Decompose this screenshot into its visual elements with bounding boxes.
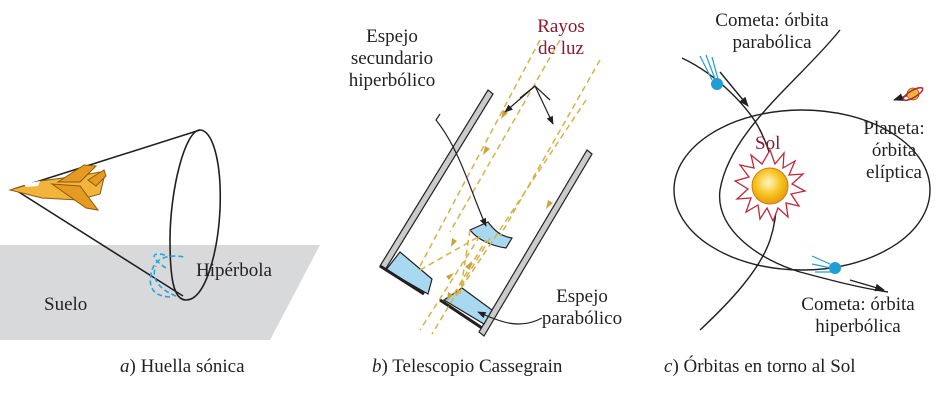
comet-parabolic-label-line2: parabólica <box>732 32 812 53</box>
comet-hyperbolic-label-line1: Cometa: órbita <box>801 294 915 315</box>
comet-parabolic-label: Cometa: órbita parabólica <box>700 10 844 54</box>
caption-a: a) Huella sónica <box>120 356 245 378</box>
secondary-mirror-label: Espejo secundario hiperbólico <box>336 26 448 92</box>
caption-b: b) Telescopio Cassegrain <box>372 356 562 378</box>
telescope-right-wall <box>478 149 593 337</box>
caption-b-letter: b <box>372 356 382 377</box>
planet-label-line1: Planeta: <box>863 118 925 139</box>
rays-callout <box>519 85 551 101</box>
panel-b-cassegrain <box>379 39 601 337</box>
panel-a-sonic-boom <box>0 129 320 340</box>
jet-icon <box>8 164 107 211</box>
comet-hyperbolic-label: Cometa: órbita hiperbólica <box>786 294 930 338</box>
light-rays-label-line1: Rayos <box>537 16 585 37</box>
caption-a-letter: a <box>120 356 130 377</box>
caption-c: c) Órbitas en torno al Sol <box>664 356 856 378</box>
light-ray-arrowheads <box>446 110 553 301</box>
sun-icon <box>733 148 807 223</box>
planet-label-line2: órbita <box>871 140 917 161</box>
planet-icon <box>902 86 924 102</box>
telescope-left-wall <box>379 89 494 271</box>
planet-label: Planeta: órbita elíptica <box>848 118 940 184</box>
light-rays <box>417 39 601 335</box>
secondary-mirror-label-line2: secundario <box>350 48 434 69</box>
secondary-mirror <box>469 221 513 249</box>
comet-hyperbolic-icon <box>811 255 841 274</box>
cone-ellipse-solid <box>169 129 222 301</box>
elliptic-orbit <box>673 109 931 271</box>
comet-hyperbolic-label-line2: hiperbólica <box>815 316 901 337</box>
light-rays-label: Rayos de luz <box>526 16 596 60</box>
caption-c-letter: c <box>664 356 673 377</box>
sun-label: Sol <box>755 133 781 154</box>
hyperbola-curve <box>153 253 177 297</box>
secondary-mirror-label-line3: hiperbólico <box>348 70 436 91</box>
primary-mirror-label: Espejo parabólico <box>534 286 630 330</box>
hyperbola-curve-2 <box>149 255 185 298</box>
caption-a-text: ) Huella sónica <box>129 356 245 377</box>
light-rays-label-line2: de luz <box>538 38 584 59</box>
primary-mirror-label-line2: parabólico <box>541 308 623 329</box>
ground-plane <box>0 245 320 340</box>
secondary-mirror-callout <box>435 113 487 227</box>
comet-parabolic-icon <box>699 54 723 90</box>
panel-c-orbits <box>673 29 931 331</box>
hyperbola-label: Hipérbola <box>196 260 272 281</box>
secondary-mirror-label-line1: Espejo <box>366 26 418 47</box>
caption-b-text: ) Telescopio Cassegrain <box>381 356 563 377</box>
caption-c-text: ) Órbitas en torno al Sol <box>672 356 856 377</box>
hyperbolic-orbit <box>719 29 889 293</box>
ground-label: Suelo <box>44 294 88 315</box>
comet-parabolic-label-line1: Cometa: órbita <box>715 10 829 31</box>
cone-upper-edge <box>13 129 201 190</box>
primary-mirror-label-line1: Espejo <box>556 286 608 307</box>
primary-mirror-callout <box>477 311 543 325</box>
planet-label-line3: elíptica <box>866 162 922 183</box>
